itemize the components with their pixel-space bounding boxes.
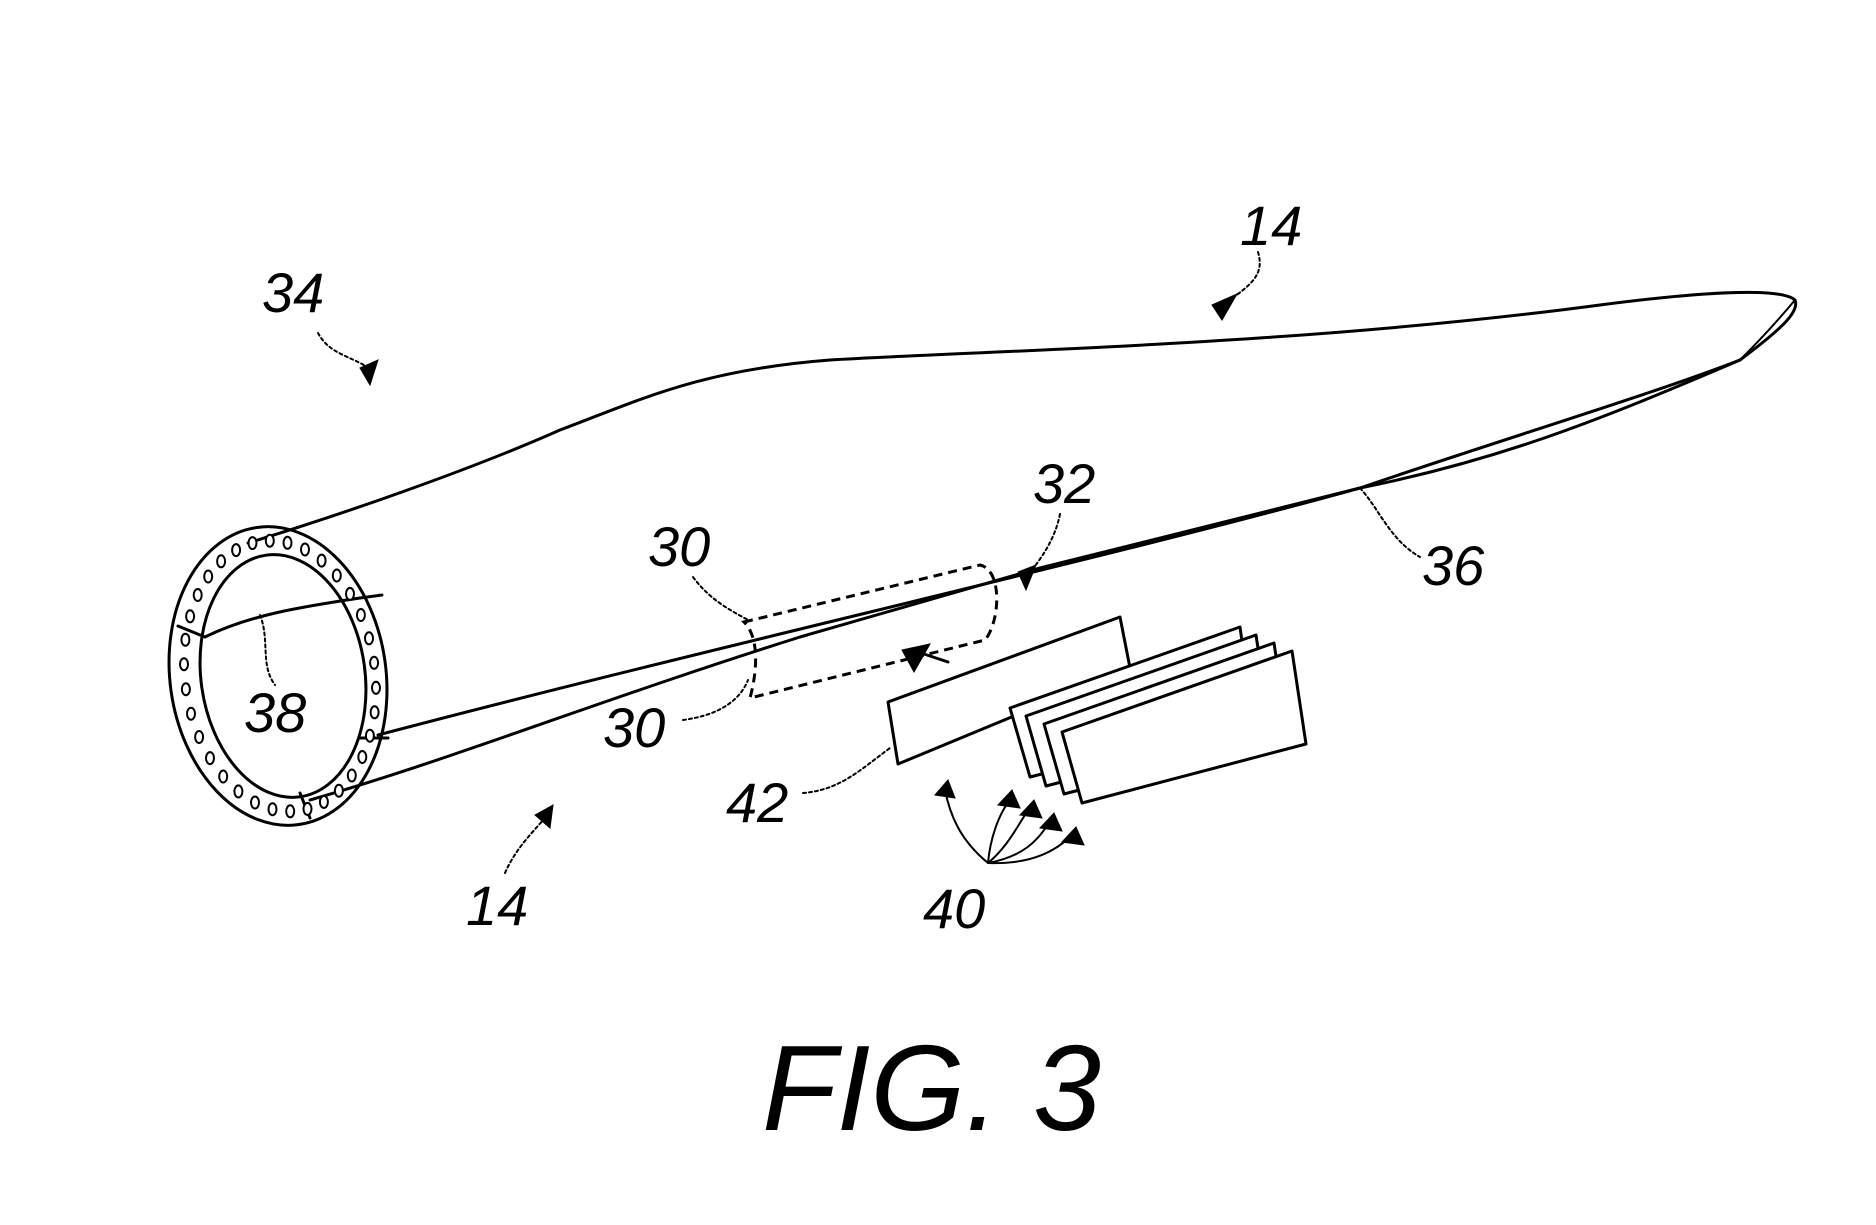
ref-36: 36 [1422,534,1485,597]
bolt-hole [302,801,313,816]
bolt-hole [331,568,342,583]
bolt-hole [186,706,196,721]
root-segment-divider-2 [358,593,384,600]
leader-14-bottom [504,817,546,874]
bolt-hole [216,554,227,569]
bolt-hole [233,784,244,799]
bolt-hole [355,608,366,622]
ref-14-bottom: 14 [466,874,528,937]
leader-40-arrowhead-3 [1018,799,1043,819]
blade-leading-edge [376,358,1742,737]
bolt-hole [316,553,327,568]
bolt-hole [345,586,355,601]
ref-38: 38 [244,681,306,744]
bolt-hole [369,655,380,670]
insert-arrow-shaft [916,650,950,664]
leader-40-3 [987,807,1031,864]
leader-38 [259,614,276,686]
bolt-hole [267,802,278,817]
ref-30-upper: 30 [648,515,710,578]
bolt-hole [185,609,196,624]
bolt-hole [318,794,329,809]
leader-30-upper [692,576,749,621]
bolt-hole [264,533,275,548]
ply-stack [1008,625,1308,805]
bolt-hole [300,542,310,557]
leader-34-arrowhead [359,359,379,387]
bolt-hole [371,680,381,695]
wind-turbine-blade [246,290,1798,802]
bolt-hole [282,535,293,550]
bolt-hole [231,543,242,558]
bolt-hole [369,705,380,720]
leader-30-lower [682,679,749,721]
leader-40-arrowhead-1 [934,779,956,799]
bolt-hole [192,588,203,602]
insert-arrow-head [901,643,931,674]
bolt-hole [364,631,374,646]
root-outer-ring [167,525,389,827]
leader-40-arrowhead-4 [1038,812,1063,832]
bolt-hole [357,750,368,764]
dashed-section-box [741,563,999,701]
blade-tip-chord [1739,299,1796,361]
bolt-hole [285,804,296,819]
bolt-hole [250,795,260,810]
ref-42: 42 [726,771,788,834]
blade-upper-edge [246,290,1798,545]
leader-14-bottom-arrowhead [534,804,554,829]
bolt-hole [180,632,191,647]
leader-34 [317,332,373,371]
bolt-hole [247,536,258,551]
bolt-hole [364,728,375,743]
ref-14-top: 14 [1240,194,1302,257]
ref-30-lower: 30 [603,696,665,759]
reference-leaders [259,251,1421,874]
figure-caption: FIG. 3 [762,1020,1101,1156]
ref-40: 40 [923,877,985,940]
bolt-hole [179,657,189,672]
leader-14-top-arrowhead [1211,292,1239,321]
ply-sheet-4 [1060,649,1308,805]
ref-32: 32 [1033,452,1095,515]
blade-root-flange [167,525,390,827]
leader-36 [1359,487,1421,558]
bolt-hole [205,751,215,766]
reference-numerals: 34 14 32 30 36 38 30 42 14 40 [244,194,1485,940]
leader-40-1 [944,789,989,864]
bolt-hole [346,768,357,783]
bolt-hole [194,730,205,744]
leader-40-arrowhead-2 [996,789,1021,809]
removed-section-outline [741,563,999,701]
blade-trailing-edge [308,358,1742,802]
ref-34: 34 [262,261,324,324]
bolt-hole [180,682,191,697]
leader-32-arrowhead [1017,564,1037,592]
leader-42 [802,747,891,794]
shear-web-line [203,596,362,639]
bolt-hole [333,783,344,798]
root-segment-divider-1 [176,624,207,639]
leader-14-top [1229,251,1261,301]
leader-40-arrowhead-5 [1060,826,1085,846]
bolt-hole [218,769,229,784]
bolt-hole [203,569,214,584]
